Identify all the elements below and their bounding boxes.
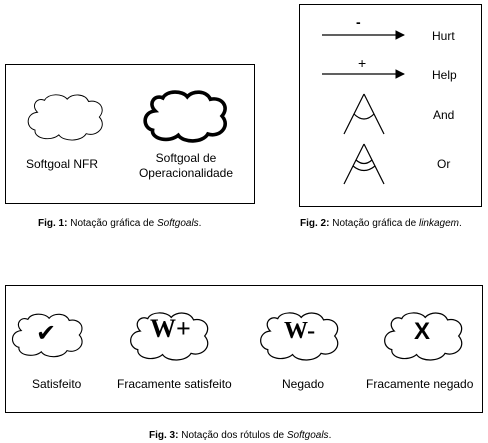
hurt-label: Hurt xyxy=(432,29,455,43)
and-label: And xyxy=(433,108,455,122)
or-label: Or xyxy=(437,157,451,171)
fig3-caption-text: Notação dos rótulos de xyxy=(181,430,285,441)
softgoal-operacionalidade-line2: Operacionalidade xyxy=(138,166,234,180)
help-label: Help xyxy=(432,68,457,82)
satisfeito-label: Satisfeito xyxy=(32,377,82,391)
or-decomposition-icon xyxy=(343,143,385,185)
fig2-caption-italic: linkagem xyxy=(418,218,459,229)
fig3-caption: Fig. 3: Notação dos rótulos de Softgoals… xyxy=(149,430,331,441)
negado-label: Negado xyxy=(282,377,325,391)
and-decomposition-icon xyxy=(343,93,385,135)
fig2-caption-prefix: Fig. 2: xyxy=(300,218,330,229)
softgoal-nfr-cloud-icon xyxy=(27,94,103,141)
fig2-caption: Fig. 2: Notação gráfica de linkagem. xyxy=(300,218,462,229)
fig3-caption-italic: Softgoals xyxy=(286,430,329,441)
fig1-caption-prefix: Fig. 1: xyxy=(38,218,68,229)
fig1-caption-text: Notação gráfica de xyxy=(70,218,155,229)
hurt-arrow-icon xyxy=(322,30,405,40)
fig1-caption-italic: Softgoals xyxy=(156,218,199,229)
x-glyph: X xyxy=(414,318,431,345)
wminus-glyph: W- xyxy=(284,318,316,344)
softgoal-nfr-label: Softgoal NFR xyxy=(26,157,99,171)
help-arrow-icon xyxy=(322,69,405,79)
fig2-box xyxy=(299,4,482,207)
hurt-minus-sign: - xyxy=(356,14,361,30)
fig3-caption-end: . xyxy=(328,430,332,441)
fracamente-satisfeito-label: Fracamente satisfeito xyxy=(117,377,232,391)
check-glyph: ✔ xyxy=(36,320,57,347)
softgoal-operacionalidade-cloud-icon xyxy=(143,90,228,143)
fig1-caption-end: . xyxy=(198,218,202,229)
wplus-glyph: W+ xyxy=(150,314,191,343)
fracamente-negado-label: Fracamente negado xyxy=(366,377,474,391)
fig2-caption-text: Notação gráfica de xyxy=(332,218,417,229)
softgoal-operacionalidade-label: Softgoal de Operacionalidade xyxy=(136,151,236,181)
fig2-caption-end: . xyxy=(459,218,462,229)
fig3-caption-prefix: Fig. 3: xyxy=(149,430,179,441)
softgoal-operacionalidade-line1: Softgoal de xyxy=(155,151,217,165)
help-plus-sign: + xyxy=(358,55,367,71)
fig1-caption: Fig. 1: Notação gráfica de Softgoals. xyxy=(38,218,201,229)
